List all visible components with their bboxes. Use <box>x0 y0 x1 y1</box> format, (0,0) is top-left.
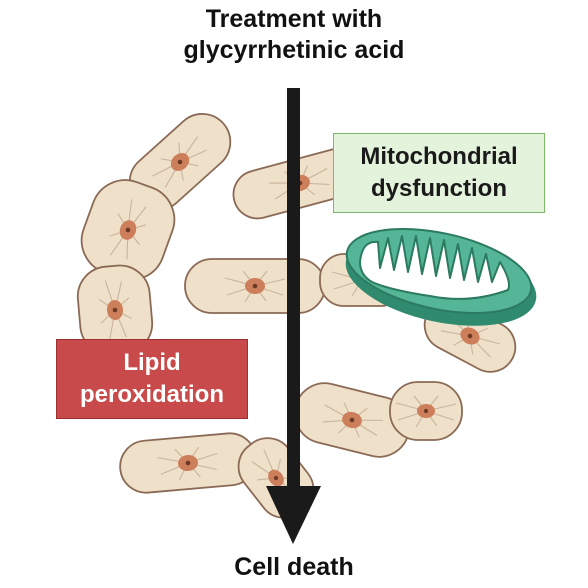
cell <box>389 381 463 441</box>
cell-chain-left <box>76 113 232 356</box>
mitochondrial-dysfunction-box: Mitochondrial dysfunction <box>333 133 545 213</box>
cell <box>80 179 176 281</box>
cell <box>184 258 326 314</box>
lipid-peroxidation-box: Lipid peroxidation <box>56 339 248 419</box>
title-line-1: Treatment with <box>205 5 383 33</box>
diagram-title: Treatment with glycyrrhetinic acid <box>0 4 588 66</box>
downward-arrow <box>266 88 321 544</box>
mito-label-line-2: dysfunction <box>371 175 507 202</box>
lipid-label-line-1: Lipid <box>123 349 181 376</box>
mitochondrion <box>345 228 537 326</box>
cell-chain-lower-right <box>293 381 463 458</box>
cell <box>119 432 257 494</box>
cell-death-label: Cell death <box>234 553 354 581</box>
mito-label-line-1: Mitochondrial <box>360 143 518 170</box>
title-line-2: glycyrrhetinic acid <box>183 36 405 64</box>
lipid-label-line-2: peroxidation <box>79 381 224 408</box>
